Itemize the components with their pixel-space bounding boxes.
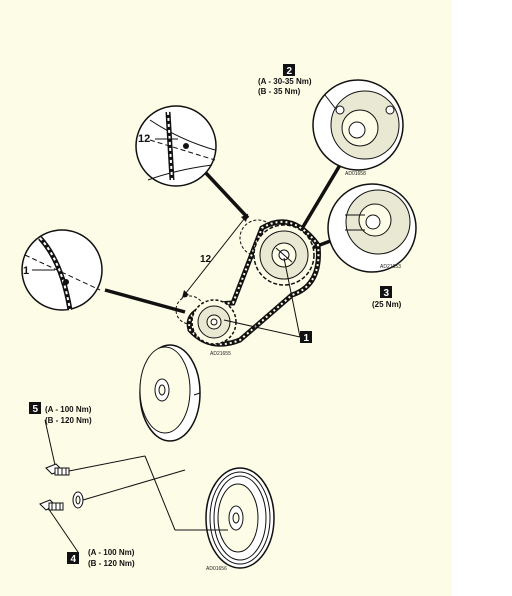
dimension-arrow-start <box>182 290 189 298</box>
guide-shaft <box>144 455 176 531</box>
callout-badge-5 <box>29 402 41 414</box>
callout-2-line-1: (A - 30-35 Nm) <box>258 77 312 86</box>
callout-number-1: 1 <box>304 333 310 344</box>
detail-left-mark: 1 <box>23 265 29 277</box>
leader-detail-left <box>104 288 186 314</box>
code-detail-cam-lower: AD21653 <box>380 264 401 270</box>
callout-5-line-1: (A - 100 Nm) <box>45 405 92 414</box>
callout-badge-1 <box>300 331 312 343</box>
dimension-arrow-end <box>241 214 248 222</box>
bolt-upper <box>45 463 70 476</box>
callout-2-line-2: (B - 35 Nm) <box>258 87 301 96</box>
camshaft-sprocket <box>253 224 315 286</box>
guide-washer <box>82 469 186 501</box>
code-sprockets: AD21655 <box>210 351 231 357</box>
detail-left: 1 <box>21 229 103 311</box>
detail-cam-upper <box>312 79 404 171</box>
lower-pulley <box>205 467 275 569</box>
callout-number-5: 5 <box>33 404 39 415</box>
callout-number-4: 4 <box>71 554 77 565</box>
guide-upper-bolt <box>68 455 146 472</box>
leader-callout-1b <box>283 257 301 338</box>
detail-top-mark: 12 <box>138 133 150 145</box>
dimension-line <box>181 213 249 299</box>
leader-callout-4 <box>47 507 79 553</box>
bolt-lower <box>39 499 64 511</box>
callout-3-line-1: (25 Nm) <box>372 300 402 309</box>
callout-4-line-1: (A - 100 Nm) <box>88 548 135 557</box>
leader-callout-1a <box>223 319 301 338</box>
callout-badge-3 <box>380 286 392 298</box>
callout-number-2: 2 <box>287 66 293 77</box>
callout-4-line-2: (B - 120 Nm) <box>88 559 135 568</box>
callout-number-3: 3 <box>384 288 390 299</box>
detail-top: 12 <box>135 105 217 187</box>
detail-cam-lower <box>327 183 417 273</box>
code-pulleys: AD01656 <box>206 566 227 572</box>
crankshaft-sprocket <box>191 299 237 345</box>
callout-badge-2 <box>283 64 295 76</box>
timing-belt <box>186 219 321 347</box>
washer <box>72 491 84 509</box>
leader-detail-top <box>203 170 250 220</box>
callout-5-line-2: (B - 120 Nm) <box>45 416 92 425</box>
callout-badge-4 <box>67 552 79 564</box>
dimension-label: 12 <box>200 254 212 265</box>
leader-callout-5 <box>44 419 56 466</box>
upper-pulley <box>139 344 201 442</box>
code-detail-cam-upper: AD01658 <box>345 171 366 177</box>
